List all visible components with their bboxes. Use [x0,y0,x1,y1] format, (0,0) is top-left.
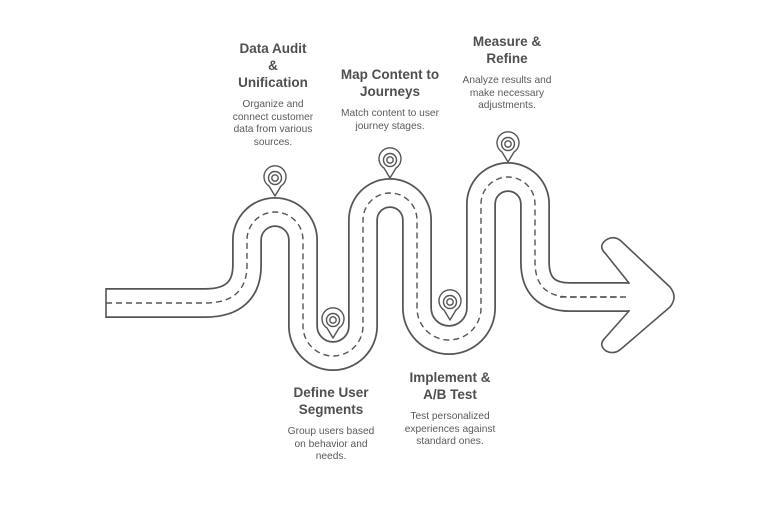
step-title-line: Refine [486,51,528,66]
map-pin-icon [263,165,287,197]
step-define-segments: Define User Segments Group users based o… [276,384,386,464]
step-title-line: Map Content to [340,67,440,82]
step-title-line: Data Audit [239,41,307,56]
step-title-line: & [268,58,278,73]
step-title: Data Audit & Unification [218,40,328,91]
step-title: Implement & A/B Test [390,369,510,403]
step-title-line: A/B Test [423,387,477,402]
arrow-right-icon [560,236,675,354]
step-title-line: Segments [298,402,364,417]
step-description: Analyze results and make necessary adjus… [462,75,552,111]
step-title-line: Journeys [359,84,421,99]
step-description: Organize and connect customer data from … [232,99,314,148]
step-description: Test personalized experiences against st… [404,411,496,447]
step-description: Group users based on behavior and needs. [287,426,375,462]
map-pin-icon [321,307,345,339]
step-title-line: Implement & [409,370,491,385]
map-pin-icon [496,131,520,163]
step-title: Measure & Refine [447,33,567,67]
step-title: Map Content to Journeys [330,66,450,100]
step-title-line: Unification [238,75,308,90]
step-data-audit: Data Audit & Unification Organize and co… [218,40,328,149]
map-pin-icon [438,289,462,321]
step-title-line: Define User [293,385,369,400]
step-title-line: Measure & [472,34,542,49]
map-pin-icon [378,147,402,179]
step-description: Match content to user journey stages. [341,108,439,132]
step-measure-refine: Measure & Refine Analyze results and mak… [447,33,567,113]
step-implement-ab-test: Implement & A/B Test Test personalized e… [390,369,510,449]
step-title: Define User Segments [276,384,386,418]
step-map-content: Map Content to Journeys Match content to… [330,66,450,133]
road [106,177,630,356]
